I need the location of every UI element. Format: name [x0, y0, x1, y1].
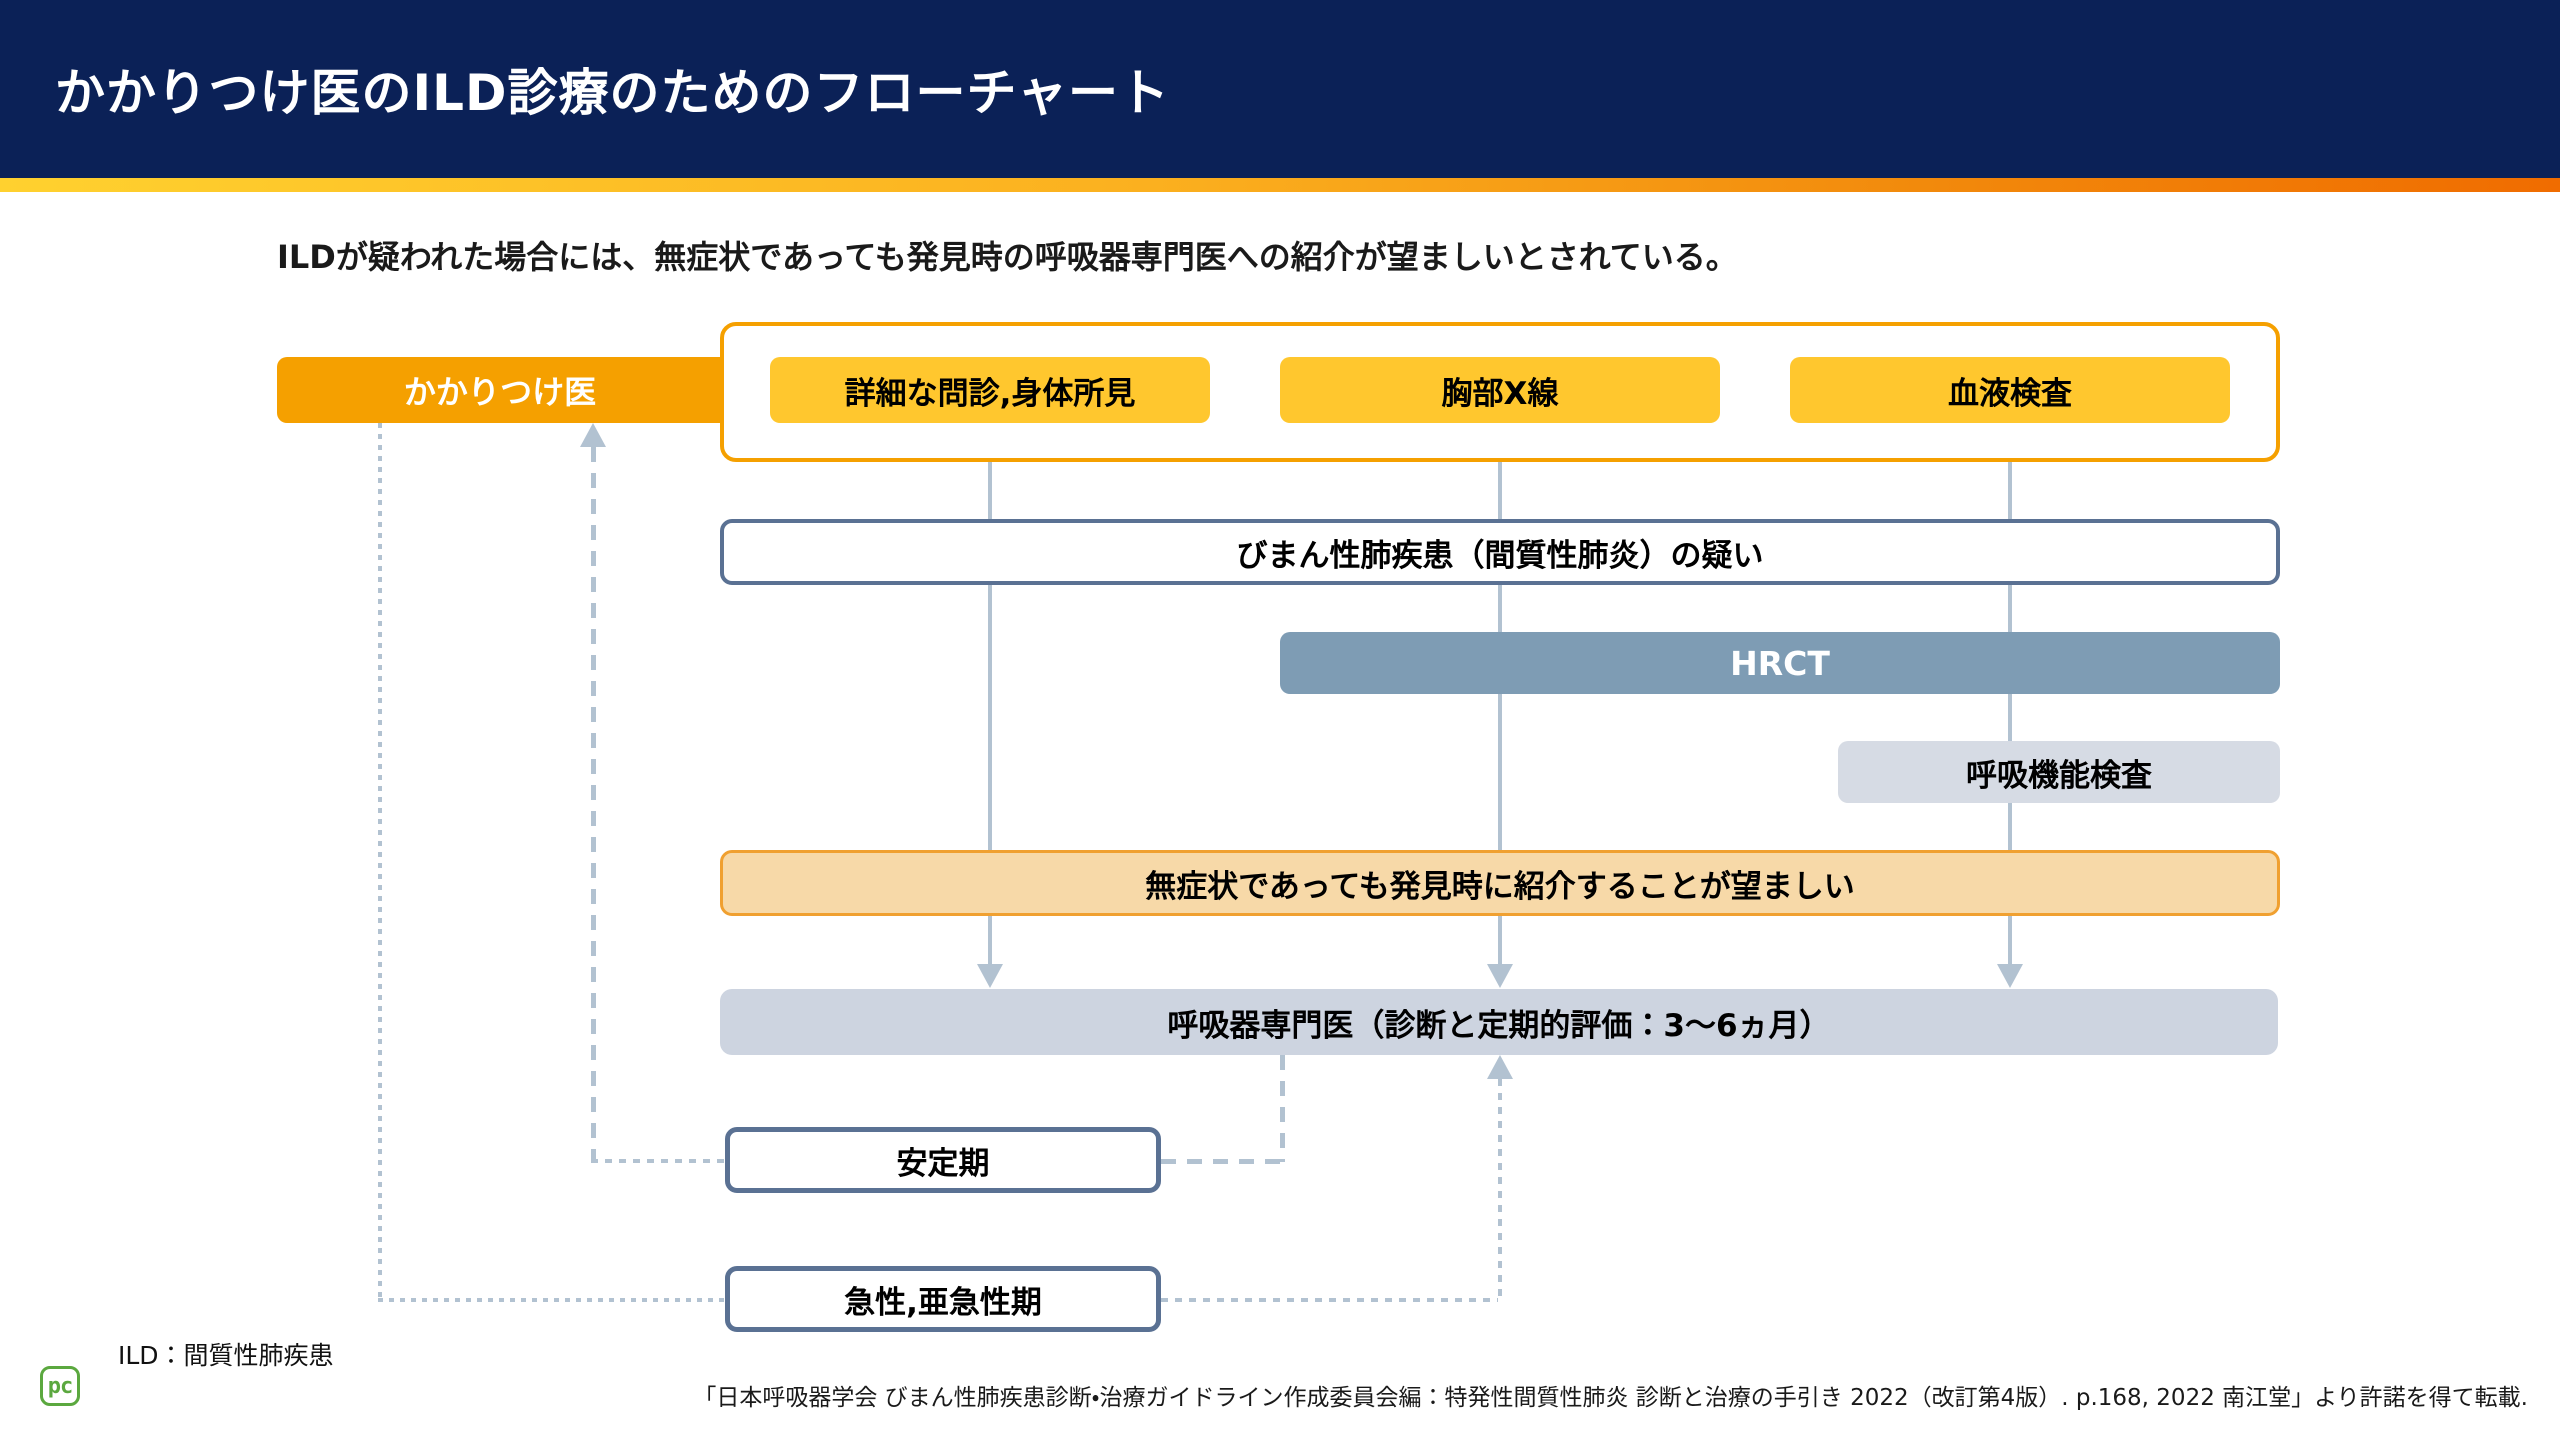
header-band: かかりつけ医のILD診療のためのフローチャート — [0, 0, 2560, 178]
citation-text: 「日本呼吸器学会 びまん性肺疾患診断・治療ガイドライン作成委員会編：特発性間質性… — [693, 1385, 2528, 1411]
connector-line-exam2 — [1498, 462, 1502, 966]
exam-box-blood-test: 血液検査 — [1790, 357, 2230, 423]
pulmonary-function-test-box: 呼吸機能検査 — [1838, 741, 2280, 803]
pc-logo: pc — [40, 1366, 80, 1406]
arrow-down-icon — [1487, 964, 1513, 988]
connector-specialist-to-stable-horizontal — [1161, 1159, 1282, 1164]
arrow-down-icon — [977, 964, 1003, 988]
connector-primary-to-acute-vertical — [378, 423, 382, 1300]
header-accent-bar — [0, 178, 2560, 192]
intro-text: ILDが疑われた場合には、無症状であっても発見時の呼吸器専門医への紹介が望ましい… — [277, 238, 1738, 276]
stable-phase-box: 安定期 — [725, 1127, 1161, 1193]
connector-acute-to-specialist-vertical — [1498, 1079, 1502, 1300]
arrow-up-icon — [580, 423, 606, 447]
abbreviation-footnote: ILD：間質性肺疾患 — [118, 1341, 334, 1370]
exam-box-chest-xray: 胸部X線 — [1280, 357, 1720, 423]
connector-line-exam1 — [988, 462, 992, 966]
hrct-box: HRCT — [1280, 632, 2280, 694]
acute-phase-box: 急性,亜急性期 — [725, 1266, 1161, 1332]
primary-doctor-box: かかりつけ医 — [277, 357, 723, 423]
connector-acute-to-specialist-horizontal — [1161, 1298, 1498, 1302]
page-title: かかりつけ医のILD診療のためのフローチャート — [55, 64, 1170, 122]
recommendation-box: 無症状であっても発見時に紹介することが望ましい — [720, 850, 2280, 916]
arrow-down-icon — [1997, 964, 2023, 988]
connector-stable-to-primary-vertical — [591, 447, 596, 1161]
exam-box-interview: 詳細な問診,身体所見 — [770, 357, 1210, 423]
arrow-up-icon — [1487, 1055, 1513, 1079]
specialist-box: 呼吸器専門医（診断と定期的評価：3〜6ヵ月） — [720, 989, 2278, 1055]
connector-line-exam3 — [2008, 462, 2012, 966]
connector-primary-to-acute-horizontal — [378, 1298, 727, 1302]
connector-stable-to-primary-horizontal — [591, 1159, 727, 1163]
connector-specialist-to-stable-vertical — [1280, 1055, 1285, 1162]
suspicion-box: びまん性肺疾患（間質性肺炎）の疑い — [720, 519, 2280, 585]
